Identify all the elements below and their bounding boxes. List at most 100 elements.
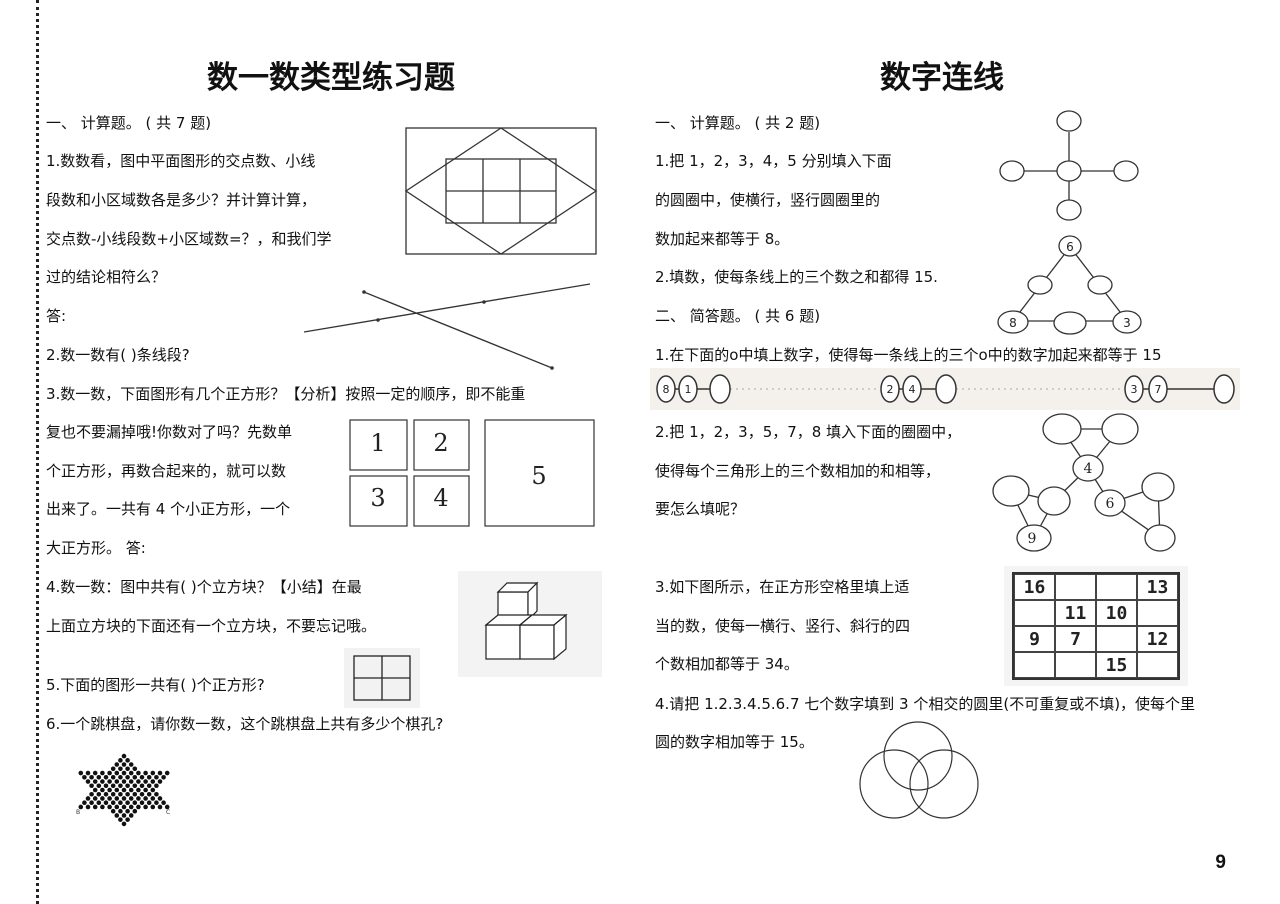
- three-circles-venn-figure: [859, 721, 979, 819]
- magic-square-cell: 12: [1137, 626, 1178, 652]
- board-hole: [161, 800, 166, 806]
- magic-square-cell: [1014, 600, 1055, 626]
- board-hole: [96, 783, 102, 789]
- board-hole: [143, 804, 148, 810]
- board-hole: [100, 770, 105, 776]
- page-number: 9: [1215, 852, 1226, 873]
- chain-num-1: 8: [663, 383, 670, 396]
- board-hole: [103, 800, 109, 806]
- s2-q4-line-2: 圆的数字相加等于 15。: [655, 733, 814, 751]
- s2-q2-line-1: 2.把 1，2，3，5，7，8 填入下面的圈圈中，: [655, 423, 962, 441]
- board-hole: [125, 808, 130, 814]
- cross-circles-figure: [999, 110, 1139, 221]
- right-page-title: 数字连线: [880, 60, 1004, 96]
- board-hole: [92, 796, 98, 801]
- diamond-rectangle-figure: [404, 127, 598, 255]
- q1-line-4: 过的结论相符么？: [46, 268, 167, 286]
- r-q2-text: 2.填数，使每条线上的三个数之和都得 15.: [655, 268, 938, 286]
- triangle-num-top: 6: [1066, 240, 1074, 254]
- board-hole: [128, 770, 134, 776]
- board-hole: [121, 796, 127, 801]
- right-section-heading-1: 一、 计算题。 ( 共 2 题): [655, 114, 821, 132]
- board-hole: [121, 770, 127, 776]
- board-hole: [157, 804, 163, 810]
- board-hole: [96, 800, 102, 806]
- board-hole: [118, 783, 123, 789]
- board-hole: [103, 783, 109, 789]
- board-hole: [143, 770, 148, 776]
- q6-text: 6.一个跳棋盘，请你数一数，这个跳棋盘上共有多少个棋孔?: [46, 715, 444, 733]
- q4-line-2: 上面立方块的下面还有一个立方块，不要忘记哦。: [46, 617, 377, 635]
- board-hole: [85, 796, 91, 801]
- q3-line-2: 复也不要漏掉哦!你数对了吗？先数单: [46, 423, 293, 441]
- chinese-checkers-board-figure: B C: [76, 753, 170, 827]
- magic-square-cell: [1055, 652, 1096, 678]
- board-hole: [146, 791, 152, 797]
- board-hole: [103, 791, 109, 797]
- board-hole: [128, 796, 134, 801]
- board-hole: [121, 813, 127, 818]
- board-hole: [85, 779, 91, 784]
- board-hole: [78, 770, 84, 776]
- board-hole: [107, 770, 112, 776]
- board-hole: [143, 779, 148, 784]
- board-hole: [100, 787, 105, 793]
- board-hole: [110, 808, 116, 814]
- magic-square-cell: 7: [1055, 626, 1096, 652]
- board-hole: [139, 774, 145, 780]
- board-hole: [128, 762, 134, 767]
- four-squares-figure: [344, 648, 420, 708]
- board-hole: [150, 796, 156, 801]
- board-hole: [143, 787, 148, 793]
- network-num-4: 4: [1084, 461, 1093, 477]
- board-hole: [132, 808, 138, 814]
- square-label-5: 5: [531, 462, 546, 490]
- board-hole: [89, 774, 94, 780]
- q1-answer: 答:: [46, 307, 67, 325]
- s2-q1-text: 1.在下面的o中填上数字，使得每一条线上的三个o中的数字加起来都等于 15: [655, 346, 1162, 364]
- board-hole: [150, 787, 156, 793]
- board-hole: [164, 804, 170, 810]
- q1-line-2: 段数和小区域数各是多少？并计算计算，: [46, 191, 317, 209]
- board-hole: [121, 753, 127, 759]
- board-hole: [118, 774, 123, 780]
- board-hole: [96, 791, 102, 797]
- crossing-lines-figure: [303, 283, 591, 370]
- chain-num-2: 1: [685, 383, 692, 396]
- q4-line-1: 4.数一数：图中共有( )个立方块？【小结】在最: [46, 578, 362, 596]
- board-hole: [128, 787, 134, 793]
- triangle-network-figure: 4 6 9: [992, 413, 1176, 552]
- board-hole: [150, 804, 156, 810]
- board-hole: [107, 804, 112, 810]
- board-hole: [92, 787, 98, 793]
- board-hole: [107, 787, 112, 793]
- board-hole: [103, 774, 109, 780]
- left-section-heading: 一、 计算题。 ( 共 7 题): [46, 114, 212, 132]
- q2-text: 2.数一数有( )条线段?: [46, 346, 190, 364]
- magic-square-cell: 16: [1014, 574, 1055, 600]
- network-num-6: 6: [1106, 496, 1115, 512]
- board-hole: [128, 804, 134, 810]
- board-hole: [157, 796, 163, 801]
- board-hole: [118, 817, 123, 822]
- magic-square-cell: [1096, 626, 1137, 652]
- chain-num-4: 4: [909, 383, 916, 396]
- board-hole: [92, 770, 98, 776]
- board-hole: [121, 804, 127, 810]
- magic-square-cell: [1137, 652, 1178, 678]
- chain-num-6: 7: [1155, 383, 1162, 396]
- left-page-title: 数一数类型练习题: [207, 60, 455, 96]
- board-hole: [89, 800, 94, 806]
- board-hole: [114, 770, 120, 776]
- board-hole: [132, 783, 138, 789]
- board-label-b: B: [76, 809, 80, 816]
- board-hole: [154, 800, 159, 806]
- q3-line-1: 3.数一数，下面图形有几个正方形？【分析】按照一定的顺序，即不能重: [46, 385, 526, 403]
- board-hole: [100, 779, 105, 784]
- triangle-num-left: 8: [1009, 316, 1017, 330]
- board-hole: [82, 800, 87, 806]
- q5-text: 5.下面的图形一共有( )个正方形?: [46, 676, 265, 694]
- magic-square-cell: [1014, 652, 1055, 678]
- board-hole: [82, 774, 87, 780]
- board-hole: [128, 779, 134, 784]
